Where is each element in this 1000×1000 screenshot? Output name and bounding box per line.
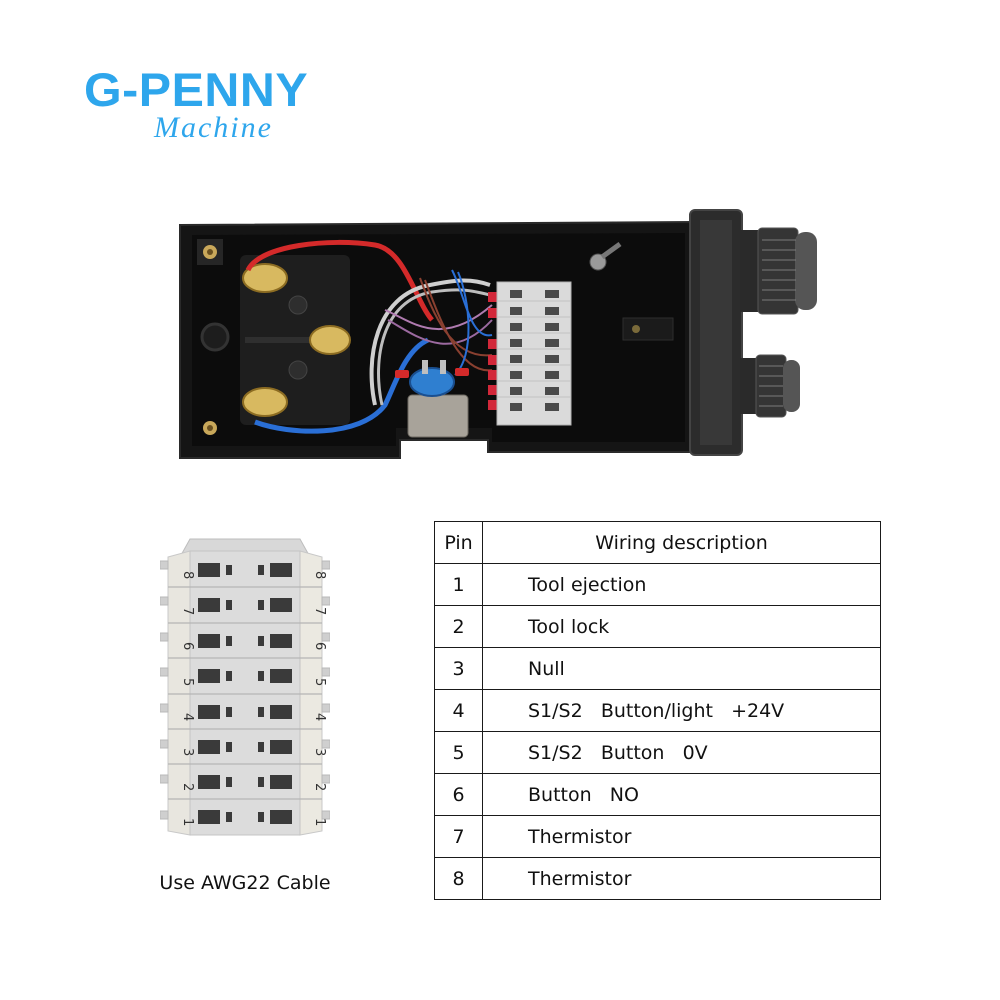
table-header-row: Pin Wiring description: [434, 521, 881, 564]
header-description: Wiring description: [482, 521, 881, 564]
table-row: 5 S1/S2 Button 0V: [434, 731, 881, 774]
pin-description: S1/S2 Button/light +24V: [482, 689, 881, 732]
tb-label-right-5: 5: [312, 678, 327, 686]
pin-description: Thermistor: [482, 815, 881, 858]
table-row: 3 Null: [434, 647, 881, 690]
tb-label-right-4: 4: [312, 713, 327, 721]
tb-label-left-8: 8: [180, 571, 195, 579]
tb-label-right-3: 3: [312, 748, 327, 756]
table-row: 6 Button NO: [434, 773, 881, 816]
table-row: 7 Thermistor: [434, 815, 881, 858]
pin-number: 8: [434, 857, 483, 900]
header-pin: Pin: [434, 521, 483, 564]
brand-logo: G-PENNY Machine: [84, 62, 354, 152]
tb-label-right-7: 7: [312, 607, 327, 615]
pin-description: Tool lock: [482, 605, 881, 648]
table-row: 2 Tool lock: [434, 605, 881, 648]
tb-label-right-6: 6: [312, 642, 327, 650]
pin-description: Thermistor: [482, 857, 881, 900]
table-row: 4 S1/S2 Button/light +24V: [434, 689, 881, 732]
tb-label-left-7: 7: [180, 607, 195, 615]
brand-tagline: Machine: [154, 111, 273, 144]
pin-number: 1: [434, 563, 483, 606]
tb-label-right-1: 1: [312, 818, 327, 826]
table-row: 1 Tool ejection: [434, 563, 881, 606]
pin-description: Button NO: [482, 773, 881, 816]
pin-wiring-table: Pin Wiring description 1 Tool ejection 2…: [434, 521, 881, 900]
pin-number: 4: [434, 689, 483, 732]
table-row: 8 Thermistor: [434, 857, 881, 900]
terminal-block-photo: 8 7 6 5 4 3 2 1 8 7 6 5 4 3 2 1: [159, 535, 331, 845]
tb-label-left-2: 2: [180, 783, 195, 791]
tb-label-left-3: 3: [180, 748, 195, 756]
brand-name: G-PENNY: [84, 63, 309, 116]
pin-description: Null: [482, 647, 881, 690]
pin-description: S1/S2 Button 0V: [482, 731, 881, 774]
pin-number: 7: [434, 815, 483, 858]
tb-label-left-1: 1: [180, 818, 195, 826]
tb-label-left-5: 5: [180, 678, 195, 686]
pin-number: 3: [434, 647, 483, 690]
pin-number: 2: [434, 605, 483, 648]
cable-spec-caption: Use AWG22 Cable: [159, 872, 331, 894]
tb-label-right-2: 2: [312, 783, 327, 791]
tb-label-left-6: 6: [180, 642, 195, 650]
pin-number: 5: [434, 731, 483, 774]
junction-box-photo: [170, 200, 840, 475]
tb-label-right-8: 8: [312, 571, 327, 579]
pin-description: Tool ejection: [482, 563, 881, 606]
tb-label-left-4: 4: [180, 713, 195, 721]
pin-number: 6: [434, 773, 483, 816]
